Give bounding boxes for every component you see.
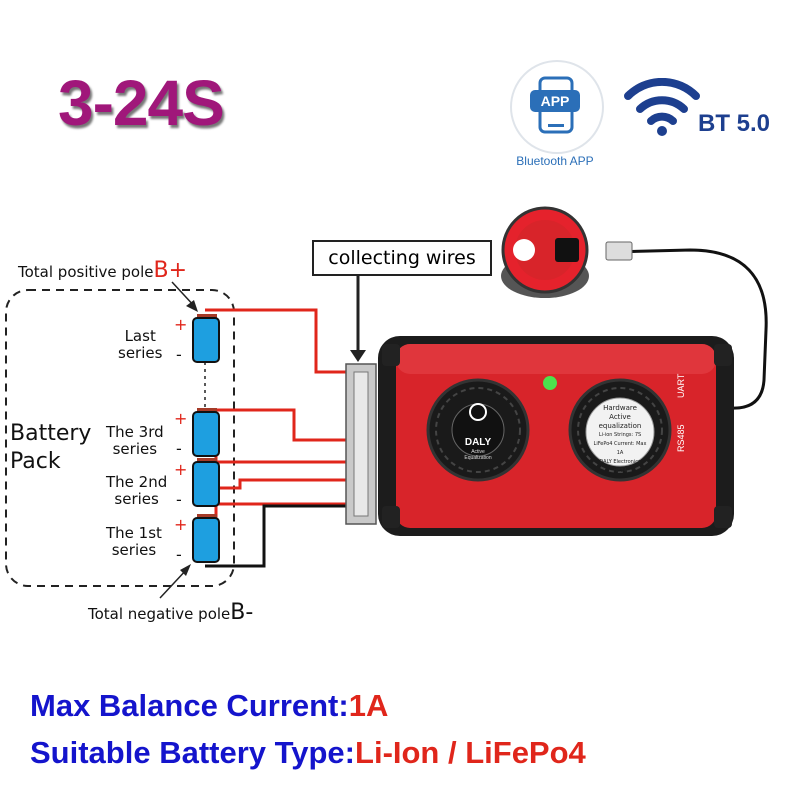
cell-1st [192,514,220,563]
device-brand: DALY [464,437,492,448]
battery-type-value: Li-Ion / LiFePo4 [355,735,586,770]
balance-wires [205,308,354,568]
cell-last [192,314,220,363]
negative-pole-label: Total negative poleB- [88,600,254,625]
svg-text:-: - [176,545,182,564]
bt-cable-plug [605,241,633,261]
svg-text:+: + [174,515,187,534]
bt-cable [611,248,768,410]
cell-2nd [192,458,220,507]
phone-app-icon: APP [530,76,580,134]
polarity-marks: + - + - + - + - [174,315,187,564]
svg-text:+: + [174,315,187,334]
app-label: Bluetooth APP [516,154,594,168]
bms-device [378,336,734,536]
svg-text:+: + [174,460,187,479]
fan-right-label: Hardware Active equalization Li-ion Stri… [593,404,647,474]
fan-left-sub: Active Equalization [464,449,492,461]
svg-text:-: - [176,345,182,364]
wifi-icon [624,78,700,136]
status-led [543,376,557,390]
positive-pole-symbol: B+ [153,258,188,283]
cell-3rd [192,408,220,457]
svg-text:+: + [174,409,187,428]
battery-type-spec: Suitable Battery Type:Li-Ion / LiFePo4 [30,735,586,770]
battery-pack-outline [5,289,235,587]
title: 3-24S [58,67,225,139]
positive-pole-label: Total positive poleB+ [18,258,188,283]
negative-pole-symbol: B- [230,600,254,625]
port-rs485: RS485 [676,424,686,452]
battery-pack-label: Battery Pack [10,421,92,474]
collecting-wires-label: collecting wires [312,240,492,276]
balance-current-spec: Max Balance Current:1A [30,688,389,723]
svg-text:-: - [176,490,182,509]
app-icon-text: APP [541,93,570,109]
bt-dongle [501,206,589,298]
wiring-diagram: + - + - + - + - [5,206,768,599]
svg-text:-: - [176,439,182,458]
bt-label: BT 5.0 [698,110,771,137]
balance-current-value: 1A [348,688,389,723]
app-badge: APP [510,60,604,154]
port-uart: UART [676,373,686,398]
